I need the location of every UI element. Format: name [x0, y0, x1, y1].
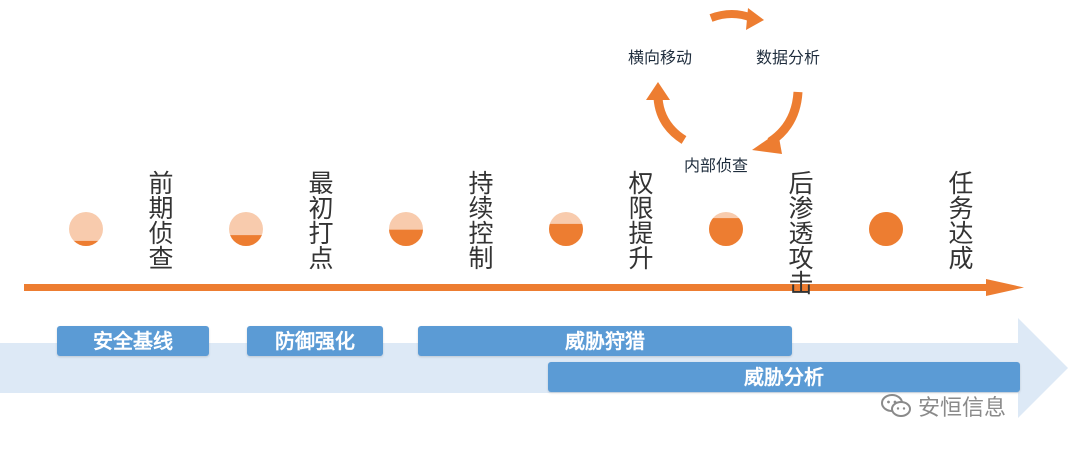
timeline-arrow-shaft: [24, 284, 992, 291]
cycle-arc-left: [653, 97, 687, 144]
stage-circle-1: [69, 212, 103, 246]
watermark-text: 安恒信息: [918, 396, 1007, 421]
stage-circle-fill-5: [709, 218, 743, 246]
stage-label-mission-complete: 任务达成: [945, 170, 974, 270]
watermark: 安恒信息: [880, 388, 1006, 424]
stage-circle-fill-2: [229, 235, 263, 246]
stage-circle-fill-4: [549, 223, 583, 246]
stage-label-initial-access: 最初打点: [305, 170, 334, 270]
cycle-arrow-head-top: [746, 8, 764, 30]
cycle-arrow-head-left: [646, 82, 670, 100]
stage-label-persistence: 持续控制: [465, 170, 494, 270]
cycle-arrow-head-right: [752, 132, 782, 154]
bar-security-baseline: 安全基线: [57, 326, 209, 356]
bar-defense-hardening: 防御强化: [247, 326, 383, 356]
stage-circle-fill-3: [389, 229, 423, 246]
wechat-icon: [881, 394, 911, 417]
cycle-arc-right: [767, 91, 803, 146]
cycle-label-internal-recon: 内部侦查: [684, 156, 749, 175]
cycle-diagram: [646, 8, 803, 154]
stage-label-post-exploitation: 后渗透攻击: [785, 170, 814, 295]
bar-threat-hunting: 威胁狩猎: [418, 326, 792, 356]
cycle-arc-top: [709, 10, 754, 22]
timeline-arrow-head: [986, 279, 1024, 296]
bar-threat-analysis: 威胁分析: [548, 362, 1020, 392]
stage-circle-fill-1: [69, 240, 103, 246]
stage-circle-fill-6: [869, 212, 903, 246]
stage-circles: [69, 212, 903, 246]
stage-label-recon: 前期侦查: [145, 170, 174, 270]
stage-label-privilege-escalation: 权限提升: [625, 170, 654, 270]
cycle-label-data-analysis: 数据分析: [756, 48, 821, 67]
cycle-label-lateral-movement: 横向移动: [628, 48, 693, 67]
